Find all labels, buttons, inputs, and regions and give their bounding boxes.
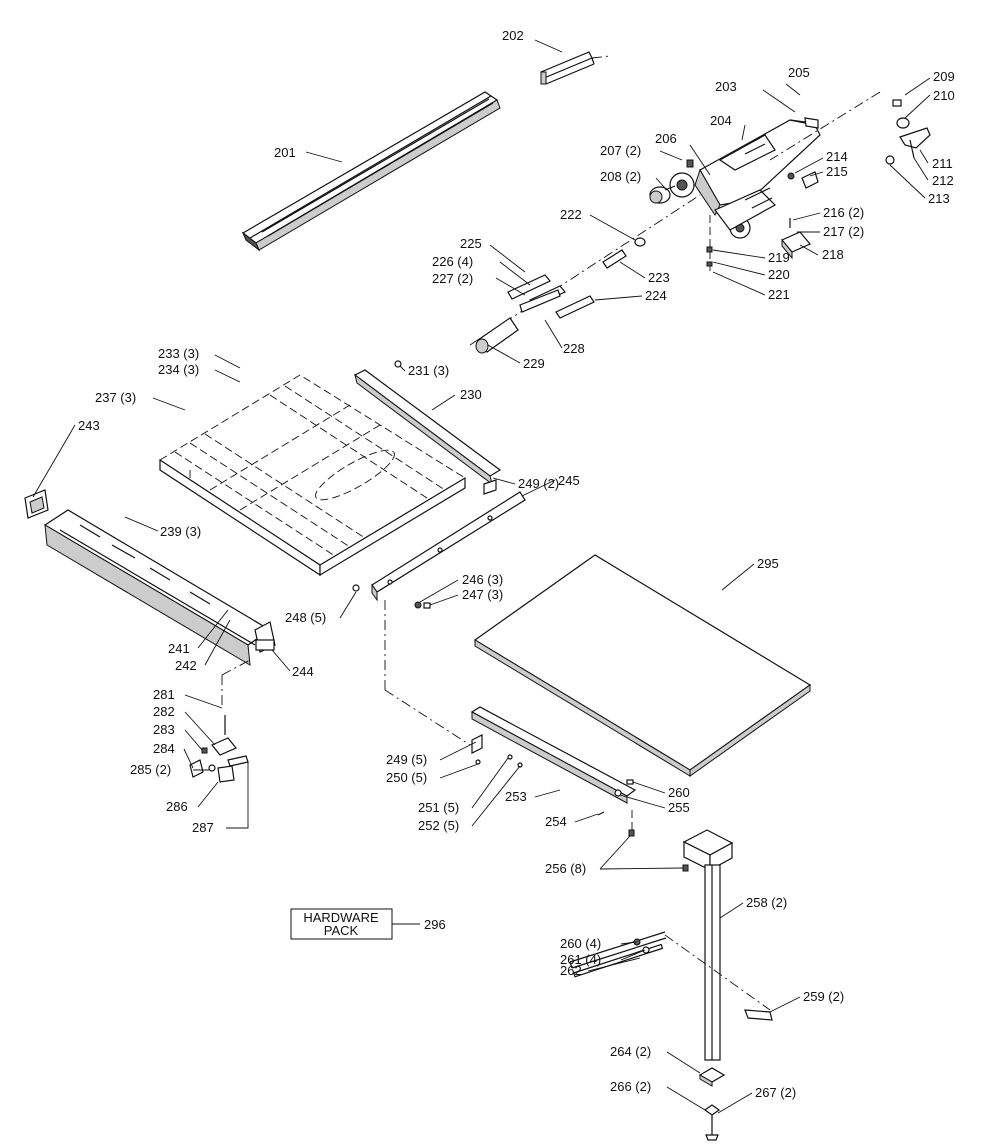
part-253-rail [470, 706, 637, 835]
part-281-287-bracket-assembly [189, 659, 251, 783]
part-219-221-pins [706, 215, 713, 275]
label-295: 295 [757, 556, 779, 571]
label-207: 207 (2) [600, 143, 641, 158]
label-224: 224 [645, 288, 667, 303]
label-234: 234 (3) [158, 362, 199, 377]
label-215: 215 [826, 164, 848, 179]
label-242: 242 [175, 658, 197, 673]
label-247: 247 (3) [462, 587, 503, 602]
label-229: 229 [523, 356, 545, 371]
part-222-229-shaft-assembly [469, 194, 701, 354]
label-253: 253 [505, 789, 527, 804]
label-221: 221 [768, 287, 790, 302]
part-214-215-clips [787, 171, 819, 189]
label-217: 217 (2) [823, 224, 864, 239]
label-222: 222 [560, 207, 582, 222]
hardware-pack-box: HARDWARE PACK [290, 908, 393, 940]
label-264: 264 (2) [610, 1044, 651, 1059]
part-203-206-housing [669, 117, 821, 239]
part-209-213-lock-knob [769, 91, 931, 165]
label-218: 218 [822, 247, 844, 262]
label-220: 220 [768, 267, 790, 282]
label-202: 202 [502, 28, 524, 43]
label-201: 201 [274, 145, 296, 160]
label-285: 285 (2) [130, 762, 171, 777]
label-259: 259 (2) [803, 989, 844, 1004]
label-248: 248 (5) [285, 610, 326, 625]
label-284: 284 [153, 741, 175, 756]
part-246-249-fasteners [352, 479, 497, 746]
hardware-pack-line2: PACK [324, 923, 359, 938]
label-266: 266 (2) [610, 1079, 651, 1094]
label-210: 210 [933, 88, 955, 103]
label-245: 245 [558, 473, 580, 488]
label-203: 203 [715, 79, 737, 94]
label-251: 251 (5) [418, 800, 459, 815]
label-252: 252 (5) [418, 818, 459, 833]
label-249a: 249 (2) [518, 476, 559, 491]
label-237: 237 (3) [95, 390, 136, 405]
part-labels: 201 202 203 204 205 206 207 (2) 208 (2) … [78, 28, 955, 1100]
hardware-pack-line1: HARDWARE [303, 910, 379, 925]
leader-lines [32, 39, 931, 1114]
label-225: 225 [460, 236, 482, 251]
part-259-262-braces [569, 931, 773, 1021]
table-top [159, 374, 466, 577]
label-287: 287 [192, 820, 214, 835]
part-202-bar [540, 51, 611, 85]
part-295-extension-board [473, 554, 812, 777]
label-223: 223 [648, 270, 670, 285]
label-241: 241 [168, 641, 190, 656]
label-267: 267 (2) [755, 1085, 796, 1100]
label-204: 204 [710, 113, 732, 128]
label-286: 286 [166, 799, 188, 814]
label-281: 281 [153, 687, 175, 702]
label-282: 282 [153, 704, 175, 719]
label-283: 283 [153, 722, 175, 737]
label-208: 208 (2) [600, 169, 641, 184]
label-219: 219 [768, 250, 790, 265]
label-230: 230 [460, 387, 482, 402]
part-258-leg [682, 829, 734, 1061]
label-254: 254 [545, 814, 567, 829]
part-264-267-foot [698, 1067, 726, 1141]
part-208-knob [649, 185, 676, 204]
label-256: 256 (8) [545, 861, 586, 876]
label-255: 255 [668, 800, 690, 815]
label-206: 206 [655, 131, 677, 146]
part-230-rear-rail [353, 360, 502, 486]
label-296: 296 [424, 917, 446, 932]
label-246: 246 (3) [462, 572, 503, 587]
label-233: 233 (3) [158, 346, 199, 361]
label-260a: 260 [668, 785, 690, 800]
label-226: 226 (4) [432, 254, 473, 269]
label-211: 211 [932, 156, 953, 171]
part-201-rail [241, 91, 501, 252]
label-260b: 260 (4) [560, 936, 601, 951]
label-244: 244 [292, 664, 314, 679]
label-214: 214 [826, 149, 848, 164]
label-205: 205 [788, 65, 810, 80]
label-209: 209 [933, 69, 955, 84]
label-243: 243 [78, 418, 100, 433]
label-227: 227 (2) [432, 271, 473, 286]
label-213: 213 [928, 191, 950, 206]
label-239: 239 (3) [160, 524, 201, 539]
label-228: 228 [563, 341, 585, 356]
label-250: 250 (5) [386, 770, 427, 785]
label-216: 216 (2) [823, 205, 864, 220]
label-231: 231 (3) [408, 363, 449, 378]
label-262: 262 [560, 963, 582, 978]
part-254-256-screws [597, 811, 689, 872]
part-241-244-front-rail [24, 489, 276, 666]
label-261: 261 (4) [560, 952, 601, 967]
label-212: 212 [932, 173, 954, 188]
label-258: 258 (2) [746, 895, 787, 910]
part-245-side-bar [371, 491, 526, 602]
label-249b: 249 (5) [386, 752, 427, 767]
